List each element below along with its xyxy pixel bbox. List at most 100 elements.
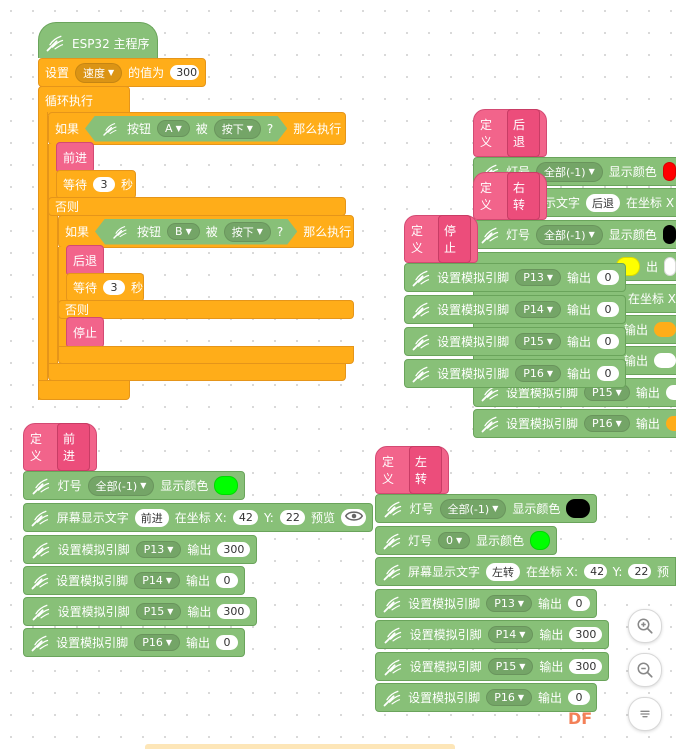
led-dropdown[interactable]: 全部(-1)▼ [536,161,603,182]
call-forward[interactable]: 前进 [56,142,95,173]
left-p16-block[interactable]: 设置模拟引脚 P16▼ 输出 0 [375,683,597,712]
forward-p13-block[interactable]: 设置模拟引脚 P13▼ 输出 300 [23,535,257,564]
x-coord-input[interactable]: 42 [584,564,607,579]
set-variable-block[interactable]: 设置 速度▼ 的值为 300 [38,58,206,87]
define-left-block[interactable]: 定义 左转 [375,446,449,494]
left-led-block-1[interactable]: 灯号 全部(-1)▼ 显示颜色 [375,494,597,523]
speed-value-input[interactable]: 300 [170,65,199,80]
y-coord-input[interactable]: 22 [279,510,306,525]
x-coord-input[interactable]: 42 [232,510,259,525]
led-dropdown[interactable]: 全部(-1)▼ [536,224,603,245]
pin-dropdown[interactable]: P14▼ [487,626,534,643]
pin-dropdown[interactable]: P15▼ [584,384,630,401]
wait-seconds-input-1[interactable]: 3 [93,177,116,192]
state-dropdown-2[interactable]: 按下▼ [224,222,271,242]
button-condition-1[interactable]: 按钮 A▼ 被 按下▼ ? [85,116,287,142]
main-hat-block[interactable] [38,22,158,58]
zoom-in-icon[interactable] [628,609,662,643]
eye-icon[interactable] [341,509,367,526]
variable-dropdown[interactable]: 速度▼ [75,62,123,83]
pin-value-input[interactable]: 0 [216,573,238,588]
zoom-out-icon[interactable] [628,653,662,687]
stop-p16-block[interactable]: 设置模拟引脚 P16▼ 输出 0 [404,359,626,388]
pin-dropdown[interactable]: P13▼ [486,595,532,612]
color-swatch-green[interactable] [530,531,550,550]
forward-p14-block[interactable]: 设置模拟引脚 P14▼ 输出 0 [23,566,245,595]
pin-dropdown[interactable]: P13▼ [135,541,182,558]
pin-value-input[interactable]: 0 [597,302,619,317]
back-call-label: 后退 [66,245,105,276]
back-p16-block[interactable]: 设置模拟引脚 P16▼ 输出 [473,409,676,438]
pin-value-input[interactable] [665,416,676,431]
loop-block[interactable]: 循环执行 [38,86,130,115]
pin-value-input[interactable]: 0 [568,690,590,705]
pin-dropdown[interactable]: P14▼ [515,301,561,318]
stop-p14-block[interactable]: 设置模拟引脚 P14▼ 输出 0 [404,295,626,324]
screen-text-input[interactable]: 左转 [486,562,521,581]
call-back[interactable]: 后退 [66,245,105,276]
screen-text-input[interactable]: 后退 [586,193,621,212]
pin-dropdown[interactable]: P16▼ [584,415,630,432]
led-dropdown[interactable]: 0▼ [438,532,471,549]
pin-value-input[interactable] [665,385,676,400]
pin-value-input[interactable]: 300 [569,659,602,674]
color-swatch-black[interactable] [566,499,590,518]
color-swatch-white[interactable] [664,257,676,276]
wait-block-1[interactable]: 等待 3 秒 [56,170,136,199]
left-p14-block[interactable]: 设置模拟引脚 P14▼ 输出 300 [375,620,609,649]
pin-value-input[interactable]: 300 [217,604,250,619]
else-block-2[interactable]: 否则 [58,300,354,319]
color-swatch-black[interactable] [662,225,676,244]
else-block-1[interactable]: 否则 [48,197,346,216]
left-p13-block[interactable]: 设置模拟引脚 P13▼ 输出 0 [375,589,597,618]
pin-dropdown[interactable]: P16▼ [486,689,532,706]
pin-value-input[interactable]: 0 [216,635,238,650]
pin-value-input[interactable]: 300 [569,627,602,642]
stop-p13-block[interactable]: 设置模拟引脚 P13▼ 输出 0 [404,263,626,292]
define-forward-block[interactable]: 定义 前进 [23,423,97,471]
define-back-block[interactable]: 定义 后退 [473,109,547,157]
right-led-block[interactable]: 灯号 全部(-1)▼ 显示颜色 [473,220,676,249]
wait-block-2[interactable]: 等待 3 秒 [66,273,144,302]
pin-value-input[interactable] [654,322,676,337]
if-block-2[interactable]: 如果 按钮 B▼ 被 按下▼ ? 那么执行 [58,215,354,248]
back-led-block[interactable]: 灯号 全部(-1)▼ 显示颜色 [473,157,676,186]
pin-value-input[interactable]: 0 [597,366,619,381]
define-right-block[interactable]: 定义 右转 [473,172,547,220]
screen-text-input[interactable]: 前进 [134,508,169,527]
pin-dropdown[interactable]: P13▼ [515,269,561,286]
pin-value-input[interactable] [654,353,676,368]
call-stop[interactable]: 停止 [66,317,105,348]
wait-seconds-input-2[interactable]: 3 [103,280,126,295]
color-swatch-red[interactable] [662,162,676,181]
led-dropdown[interactable]: 全部(-1)▼ [87,475,155,496]
pin-value-input[interactable]: 300 [217,542,250,557]
pin-dropdown[interactable]: P14▼ [134,572,180,589]
y-coord-input[interactable]: 22 [628,564,651,579]
pin-dropdown[interactable]: P16▼ [134,634,180,651]
left-led-block-2[interactable]: 灯号 0▼ 显示颜色 [375,526,557,555]
pin-value-input[interactable]: 0 [597,270,619,285]
button-dropdown-2[interactable]: B▼ [167,223,200,240]
left-p15-block[interactable]: 设置模拟引脚 P15▼ 输出 300 [375,652,609,681]
pin-value-input[interactable]: 0 [597,334,619,349]
if-block-1[interactable]: 如果 按钮 A▼ 被 按下▼ ? 那么执行 [48,112,346,145]
stop-p15-block[interactable]: 设置模拟引脚 P15▼ 输出 0 [404,327,626,356]
forward-screen-block[interactable]: 屏幕显示文字 前进 在坐标 X: 42 Y: 22 预览 [23,503,373,532]
button-dropdown-1[interactable]: A▼ [157,120,190,137]
button-condition-2[interactable]: 按钮 B▼ 被 按下▼ ? [95,219,297,245]
left-screen-block[interactable]: 屏幕显示文字 左转 在坐标 X: 42 Y: 22 预 [375,557,676,586]
reset-zoom-icon[interactable] [628,697,662,731]
state-dropdown-1[interactable]: 按下▼ [214,119,261,139]
define-stop-block[interactable]: 定义 停止 [404,215,478,263]
pin-dropdown[interactable]: P15▼ [515,333,561,350]
forward-p15-block[interactable]: 设置模拟引脚 P15▼ 输出 300 [23,597,257,626]
forward-p16-block[interactable]: 设置模拟引脚 P16▼ 输出 0 [23,628,245,657]
pin-dropdown[interactable]: P15▼ [487,658,534,675]
pin-dropdown[interactable]: P15▼ [135,603,182,620]
forward-led-block[interactable]: 灯号 全部(-1)▼ 显示颜色 [23,471,245,500]
color-swatch-green[interactable] [214,476,238,495]
led-dropdown[interactable]: 全部(-1)▼ [439,498,507,519]
pin-dropdown[interactable]: P16▼ [515,365,561,382]
pin-value-input[interactable]: 0 [568,596,590,611]
